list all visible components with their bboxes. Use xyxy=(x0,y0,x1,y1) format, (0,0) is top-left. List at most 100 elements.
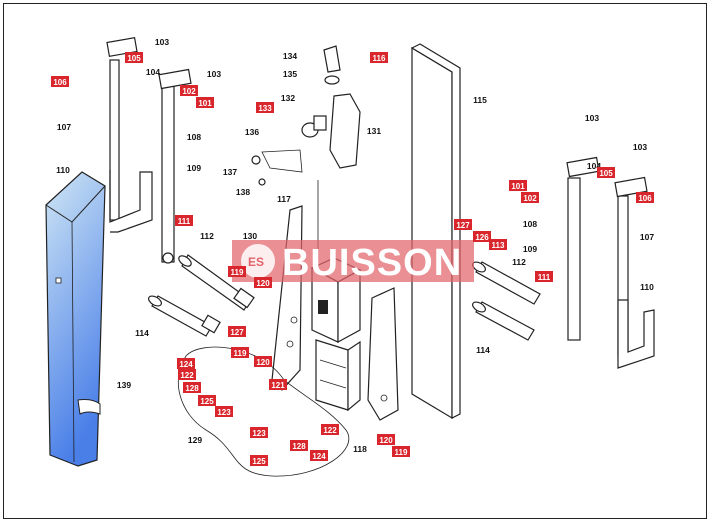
part-tag-bg xyxy=(269,379,287,390)
part-tag-red: 128 xyxy=(292,442,306,451)
part-tag-red: 124 xyxy=(312,452,326,461)
part-tag-bg xyxy=(473,231,491,242)
part-tag-red: 120 xyxy=(256,279,270,288)
part-label: 107 xyxy=(640,232,654,242)
part-label: 104 xyxy=(587,161,601,171)
part-tag-bg xyxy=(256,102,274,113)
watermark: ES BUISSON xyxy=(232,240,474,284)
part-tag-red: 133 xyxy=(258,104,272,113)
right-rail-107 xyxy=(614,176,655,369)
part-tag-bg xyxy=(370,52,388,63)
bracket-117 xyxy=(271,205,303,391)
watermark-logo: ES xyxy=(248,255,264,269)
part-label: 112 xyxy=(200,231,214,241)
part-tag-red: 122 xyxy=(180,371,194,380)
part-tag-bg xyxy=(254,356,272,367)
part-label: 134 xyxy=(283,51,297,61)
part-label: 129 xyxy=(188,435,202,445)
part-tag-red: 119 xyxy=(395,448,408,457)
part-tag-bg xyxy=(228,326,246,337)
pin-114 xyxy=(148,295,221,337)
part-tag-red: 106 xyxy=(53,78,67,87)
part-label: 114 xyxy=(135,328,149,338)
bracket-118 xyxy=(367,287,399,421)
part-tag-bg xyxy=(521,192,539,203)
part-tag-bg xyxy=(321,424,339,435)
part-tag-bg xyxy=(250,427,268,438)
part-label: 110 xyxy=(640,282,654,292)
part-tag-red: 122 xyxy=(323,426,337,435)
part-label: 115 xyxy=(473,95,487,105)
part-tag-red: 102 xyxy=(523,194,537,203)
part-label: 103 xyxy=(633,142,647,152)
part-tag-red: 123 xyxy=(217,408,231,417)
part-label: 131 xyxy=(367,126,381,136)
part-tag-bg xyxy=(392,446,410,457)
part-label: 112 xyxy=(512,257,526,267)
part-tag-bg xyxy=(198,395,216,406)
part-label: 114 xyxy=(476,345,490,355)
pin-112 xyxy=(178,254,255,311)
part-tag-bg xyxy=(51,76,69,87)
part-tag-red: 106 xyxy=(638,194,652,203)
part-tag-red: 105 xyxy=(599,169,613,178)
part-tag-bg xyxy=(509,180,527,191)
part-tag-red: 101 xyxy=(198,99,212,108)
part-label: 118 xyxy=(353,444,367,454)
part-tag-red: 101 xyxy=(511,182,525,191)
part-label: 110 xyxy=(56,165,70,175)
part-label: 136 xyxy=(245,127,259,137)
part-tag-red: 121 xyxy=(271,381,285,390)
part-tag-red: 113 xyxy=(492,241,505,250)
part-tag-bg xyxy=(215,406,233,417)
part-tag-red: 120 xyxy=(379,436,393,445)
part-label: 117 xyxy=(277,194,291,204)
part-tag-red: 116 xyxy=(373,54,386,63)
part-tag-red: 120 xyxy=(256,358,270,367)
part-tag-bg xyxy=(597,167,615,178)
part-tag-bg xyxy=(177,358,195,369)
part-tag-bg xyxy=(254,277,272,288)
part-tag-red: 126 xyxy=(475,233,489,242)
part-tag-red: 128 xyxy=(185,384,199,393)
part-label: 108 xyxy=(187,132,201,142)
parts-131-138 xyxy=(251,45,361,186)
part-label: 103 xyxy=(585,113,599,123)
part-tag-bg xyxy=(125,52,143,63)
right-pin-112 xyxy=(472,261,541,305)
part-label: 108 xyxy=(523,219,537,229)
part-tag-red: 125 xyxy=(200,397,214,406)
part-tag-red: 119 xyxy=(234,349,247,358)
cover-139 xyxy=(45,171,106,467)
part-label: 130 xyxy=(243,231,257,241)
part-tag-bg xyxy=(180,85,198,96)
part-label: 132 xyxy=(281,93,295,103)
part-tag-bg xyxy=(535,271,553,282)
part-label: 103 xyxy=(207,69,221,79)
part-tag-red: 119 xyxy=(231,268,244,277)
part-tag-bg xyxy=(290,440,308,451)
part-label: 107 xyxy=(57,122,71,132)
part-label: 104 xyxy=(146,67,160,77)
channel-115 xyxy=(410,43,461,420)
part-tag-red: 111 xyxy=(538,273,551,282)
part-tag-bg xyxy=(178,369,196,380)
part-label: 139 xyxy=(117,380,131,390)
part-tag-bg xyxy=(636,192,654,203)
part-tag-bg xyxy=(250,455,268,466)
left-rail-107 xyxy=(106,36,153,233)
part-label: 138 xyxy=(236,187,250,197)
part-tag-red: 124 xyxy=(179,360,193,369)
part-tag-red: 127 xyxy=(456,221,470,230)
part-tag-bg xyxy=(377,434,395,445)
part-label: 103 xyxy=(155,37,169,47)
part-tag-red: 123 xyxy=(252,429,266,438)
part-tag-bg xyxy=(454,219,472,230)
right-rail-108 xyxy=(566,156,600,341)
part-tag-bg xyxy=(196,97,214,108)
part-label: 137 xyxy=(223,167,237,177)
part-label: 109 xyxy=(523,244,537,254)
part-tag-red: 102 xyxy=(182,87,196,96)
